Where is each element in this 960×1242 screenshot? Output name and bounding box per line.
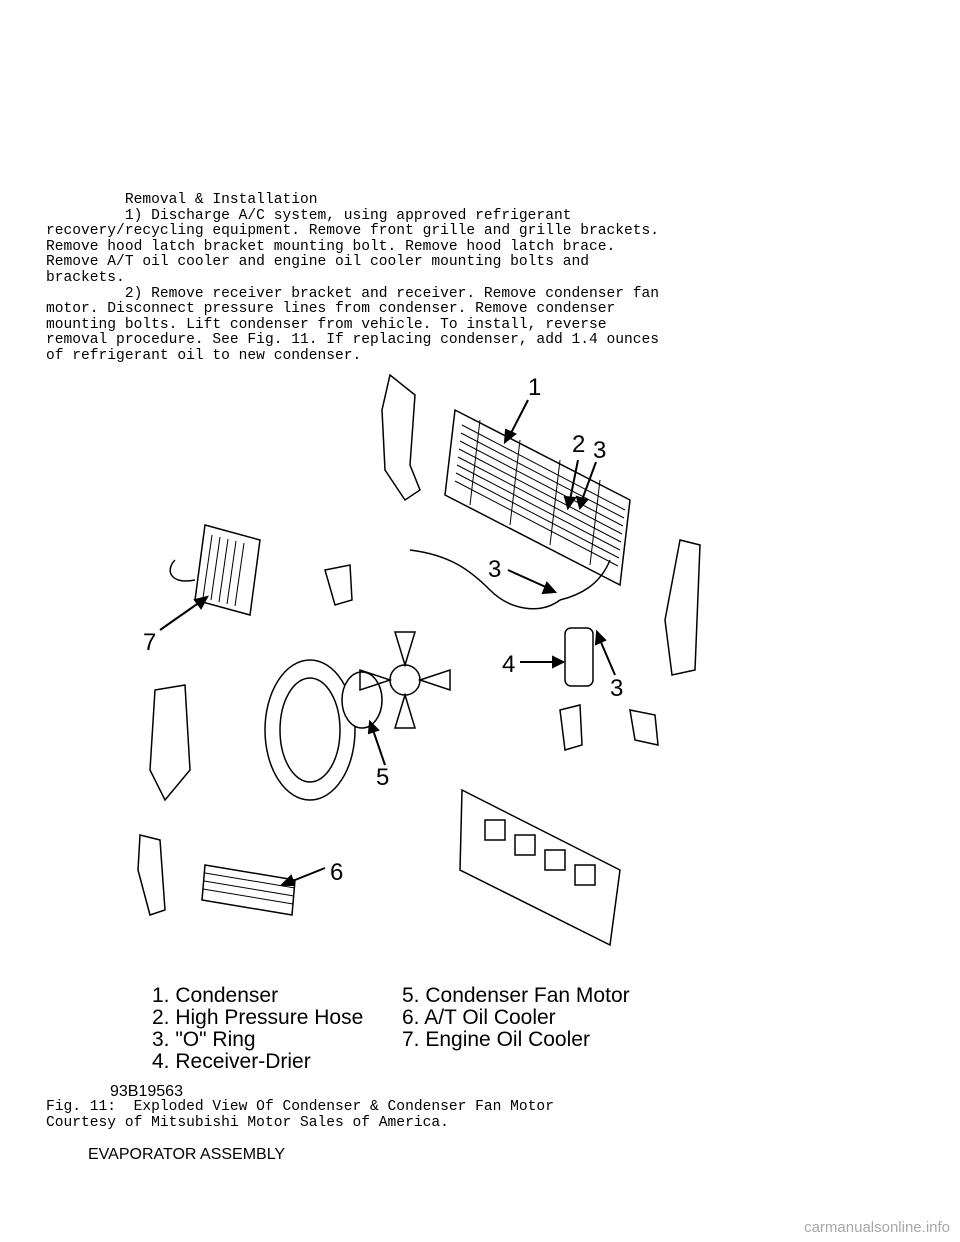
hood-latch-bracket: [381, 373, 421, 502]
legend-item: 7. Engine Oil Cooler: [402, 1028, 590, 1051]
fan-shroud-drawing: [264, 659, 383, 801]
left-mount-bracket: [149, 684, 191, 802]
body-line: 1) Discharge A/C system, using approved …: [46, 207, 572, 224]
body-line: removal procedure. See Fig. 11. If repla…: [46, 332, 660, 349]
callout-4: 4: [502, 651, 515, 678]
right-bracket: [664, 539, 701, 676]
at-oil-cooler-drawing: [201, 864, 296, 916]
caption-line: Courtesy of Mitsubishi Motor Sales of Am…: [46, 1114, 449, 1131]
figure-code: 93B19563: [110, 1083, 183, 1100]
body-line: recovery/recycling equipment. Remove fro…: [46, 223, 660, 240]
figure-legend-right: 5. Condenser Fan Motor 6. A/T Oil Cooler…: [402, 985, 630, 1051]
corner-bracket: [629, 709, 659, 746]
legend-item: 1. Condenser: [152, 984, 279, 1007]
engine-oil-cooler-drawing: [169, 524, 261, 616]
body-text: Removal & Installation 1) Discharge A/C …: [46, 192, 660, 365]
callout-3: 3: [610, 675, 623, 702]
callout-2: 2: [572, 431, 585, 458]
body-line: Remove hood latch bracket mounting bolt.…: [46, 238, 616, 255]
small-bracket: [324, 564, 353, 606]
condenser-drawing: [444, 408, 631, 587]
body-line: motor. Disconnect pressure lines from co…: [46, 301, 616, 318]
receiver-bracket: [559, 704, 583, 751]
legend-item: 2. High Pressure Hose: [152, 1006, 364, 1029]
lower-panel-drawing: [459, 788, 621, 947]
exploded-view-figure: 1 2 3 3 3 4 5 6 7: [137, 373, 701, 947]
legend-item: 3. "O" Ring: [152, 1028, 256, 1051]
callout-5: 5: [376, 764, 389, 791]
body-line: of refrigerant oil to new condenser.: [46, 347, 362, 364]
callout-1: 1: [528, 374, 541, 401]
legend-item: 5. Condenser Fan Motor: [402, 984, 630, 1007]
legend-item: 4. Receiver-Drier: [152, 1050, 311, 1073]
callout-7: 7: [143, 629, 156, 656]
figure-caption: Fig. 11: Exploded View Of Condenser & Co…: [46, 1099, 554, 1131]
body-line: brackets.: [46, 269, 125, 286]
callout-3: 3: [488, 556, 501, 583]
watermark: carmanualsonline.info: [804, 1219, 950, 1236]
high-pressure-hose: [409, 549, 561, 610]
body-line: Remove A/T oil cooler and engine oil coo…: [46, 254, 589, 271]
body-line: mounting bolts. Lift condenser from vehi…: [46, 316, 607, 333]
section-heading: EVAPORATOR ASSEMBLY: [88, 1146, 286, 1163]
legend-item: 6. A/T Oil Cooler: [402, 1006, 556, 1029]
body-line: Removal & Installation: [46, 192, 318, 208]
fan-blades-drawing: [359, 631, 451, 729]
caption-line: Fig. 11: Exploded View Of Condenser & Co…: [46, 1099, 554, 1115]
pressure-line: [559, 559, 611, 601]
callout-3: 3: [593, 437, 606, 464]
oil-cooler-bracket: [137, 834, 166, 916]
receiver-drier-drawing: [564, 627, 594, 687]
body-line: 2) Remove receiver bracket and receiver.…: [46, 285, 660, 302]
callout-arrows: [159, 399, 616, 886]
callout-6: 6: [330, 859, 343, 886]
figure-legend-left: 1. Condenser 2. High Pressure Hose 3. "O…: [152, 985, 363, 1073]
